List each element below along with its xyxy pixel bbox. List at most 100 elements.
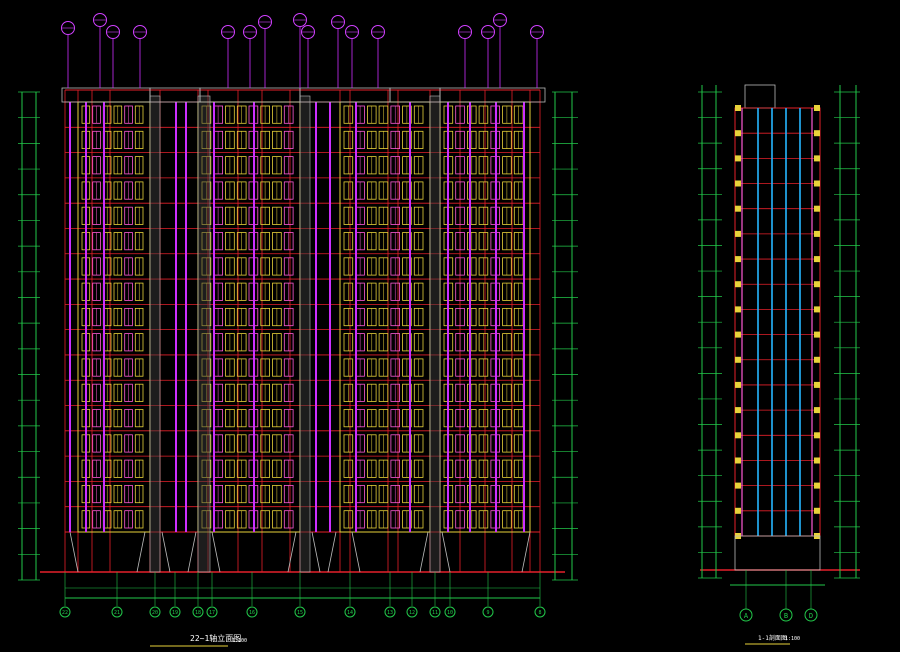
axis-label: 19 [172, 610, 178, 616]
podium-outline [161, 531, 197, 573]
section-slab-end [814, 130, 820, 137]
section-slab-end [814, 281, 820, 288]
axis-bubble [206, 606, 218, 618]
stair-core [429, 95, 441, 573]
section-drawing [698, 84, 860, 609]
axis-bubble [111, 606, 123, 618]
axis-label: 22 [62, 610, 68, 616]
axis-label: 21 [114, 610, 120, 616]
podium-outline [311, 531, 337, 573]
axis-label: A [744, 612, 749, 620]
axis-bubble [59, 606, 71, 618]
axis-label: 14 [347, 610, 353, 616]
axis-bubble [221, 25, 235, 39]
axis-bubble [406, 606, 418, 618]
axis-bubble [293, 13, 307, 27]
section-slab-end [735, 230, 741, 237]
axis-bubble [192, 606, 204, 618]
axis-label: B [784, 612, 788, 620]
section-slab-end [814, 432, 820, 439]
section-slab-end [814, 356, 820, 363]
section-slab-end [814, 306, 820, 313]
section-slab-end [814, 407, 820, 414]
section-slab-end [735, 507, 741, 514]
elevation-scale: 1:100 [232, 638, 247, 644]
section-slab-end [814, 507, 820, 514]
axis-bubble [246, 606, 258, 618]
section-slab-end [735, 381, 741, 388]
axis-bubble [804, 608, 818, 622]
roof-parapet [439, 87, 546, 103]
axis-bubble [258, 15, 272, 29]
podium-outline [69, 531, 146, 573]
podium-outline [211, 531, 297, 573]
section-scale: 1:100 [785, 636, 800, 642]
axis-label: 13 [387, 610, 393, 616]
elevation-title-block: 22~1轴立面图 1:100 [150, 633, 247, 647]
section-slab-end [814, 457, 820, 464]
axis-label: 17 [209, 610, 215, 616]
axis-bubble [429, 606, 441, 618]
axis-bubble [534, 606, 546, 618]
section-slab-end [814, 256, 820, 263]
section-slab-end [735, 180, 741, 187]
section-title: 1-1剖面图 [758, 634, 787, 642]
axis-bubble [444, 606, 456, 618]
axis-bubble [384, 606, 396, 618]
axis-bubble [294, 606, 306, 618]
axis-label: 11 [432, 610, 438, 616]
podium-outline [441, 531, 531, 573]
axis-label: 18 [195, 610, 201, 616]
axis-bubble [106, 25, 120, 39]
elevation-title: 22~1轴立面图 [190, 633, 241, 643]
section-slab-end [814, 230, 820, 237]
axis-label: 12 [409, 610, 415, 616]
section-title-block: 1-1剖面图 1:100 [745, 634, 800, 645]
stair-core [299, 95, 311, 573]
section-slab-end [735, 457, 741, 464]
axis-bubble [331, 15, 345, 29]
section-slab-end [735, 155, 741, 162]
axis-bubble [779, 608, 793, 622]
section-slab-end [735, 130, 741, 137]
section-slab-end [735, 306, 741, 313]
axis-bubble [371, 25, 385, 39]
stair-core [197, 95, 211, 573]
axis-bubble [93, 13, 107, 27]
axis-bubble [345, 25, 359, 39]
axis-bubble [482, 606, 494, 618]
section-slab-end [814, 331, 820, 338]
section-slab-end [735, 356, 741, 363]
axis-bubble [530, 25, 544, 39]
section-slab-end [735, 482, 741, 489]
axis-bubble [458, 25, 472, 39]
section-base [734, 535, 821, 571]
axis-bubble [344, 606, 356, 618]
axis-bubble [133, 25, 147, 39]
section-slab-end [735, 105, 741, 111]
stair-core [149, 95, 161, 573]
section-slab-end [814, 381, 820, 388]
section-slab-end [814, 205, 820, 212]
axis-label: 8 [538, 610, 541, 616]
axis-bubble [739, 608, 753, 622]
section-slab-end [735, 205, 741, 212]
axis-label: 16 [249, 610, 255, 616]
section-slab-end [735, 256, 741, 263]
section-slab-end [814, 180, 820, 187]
section-slab-end [735, 407, 741, 414]
axis-bubble [481, 25, 495, 39]
axis-bubble [493, 13, 507, 27]
axis-label: 20 [152, 610, 158, 616]
axis-label: 10 [447, 610, 453, 616]
section-slab-end [735, 331, 741, 338]
section-slab-end [814, 105, 820, 111]
axis-bubble [149, 606, 161, 618]
axis-label: D [809, 612, 813, 620]
axis-bubble [61, 21, 75, 35]
section-slab-end [735, 432, 741, 439]
section-axis-bubbles: A B D [739, 608, 818, 622]
axis-label: 9 [486, 610, 489, 616]
podium-outline [351, 531, 429, 573]
